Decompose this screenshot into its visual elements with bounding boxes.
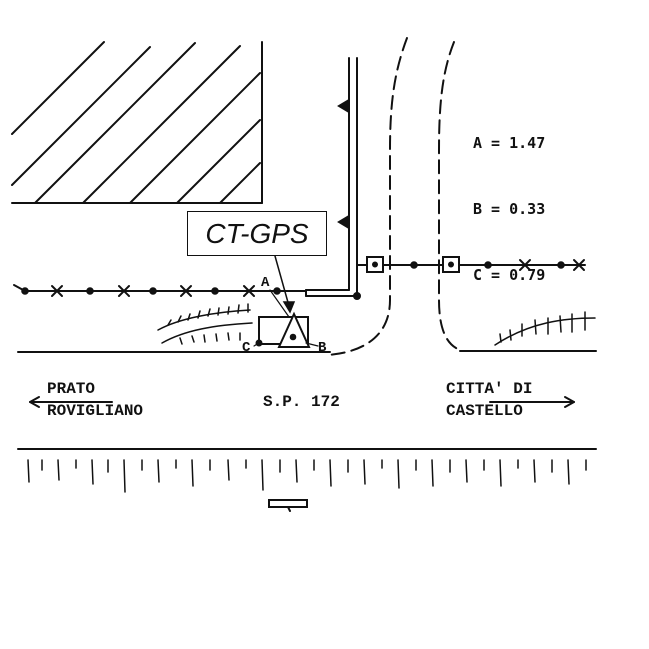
road-name: S.P. 172	[263, 393, 340, 411]
side-road-dashed	[327, 37, 461, 356]
culvert-symbol	[268, 499, 308, 512]
west-destination-line1: PRATO	[47, 380, 96, 398]
distance-row-c: C = 0.79	[473, 266, 546, 284]
wall-lines	[305, 57, 361, 300]
distance-value: 0.33	[509, 200, 546, 218]
vegetation-strokes	[157, 303, 596, 346]
marker-b: B	[318, 340, 327, 356]
distance-value: 1.47	[509, 134, 546, 152]
gps-station	[255, 311, 311, 348]
marker-c: C	[242, 340, 251, 356]
station-callout-label: CT-GPS	[187, 211, 327, 256]
distance-key: B	[473, 200, 483, 218]
distance-table: A = 1.47 B = 0.33 C = 0.79	[473, 88, 545, 308]
callout-leader	[274, 255, 296, 314]
road-edges	[17, 350, 597, 450]
distance-row-b: B = 0.33	[473, 200, 546, 218]
east-destination-line2: CASTELLO	[446, 402, 523, 420]
distance-row-a: A = 1.47	[473, 134, 546, 152]
arrow-east-icon	[489, 396, 575, 408]
distance-key: C	[473, 266, 483, 284]
hatched-building	[11, 41, 263, 204]
marker-a: A	[261, 275, 270, 291]
fence-line	[13, 256, 586, 297]
distance-value: 0.79	[509, 266, 546, 284]
east-destination-line1: CITTA' DI	[446, 380, 533, 398]
arrow-west-icon	[29, 396, 113, 408]
measure-lines	[253, 289, 319, 347]
west-destination-line2: ROVIGLIANO	[47, 402, 144, 420]
distance-key: A	[473, 134, 483, 152]
verge-ticks	[27, 459, 587, 493]
